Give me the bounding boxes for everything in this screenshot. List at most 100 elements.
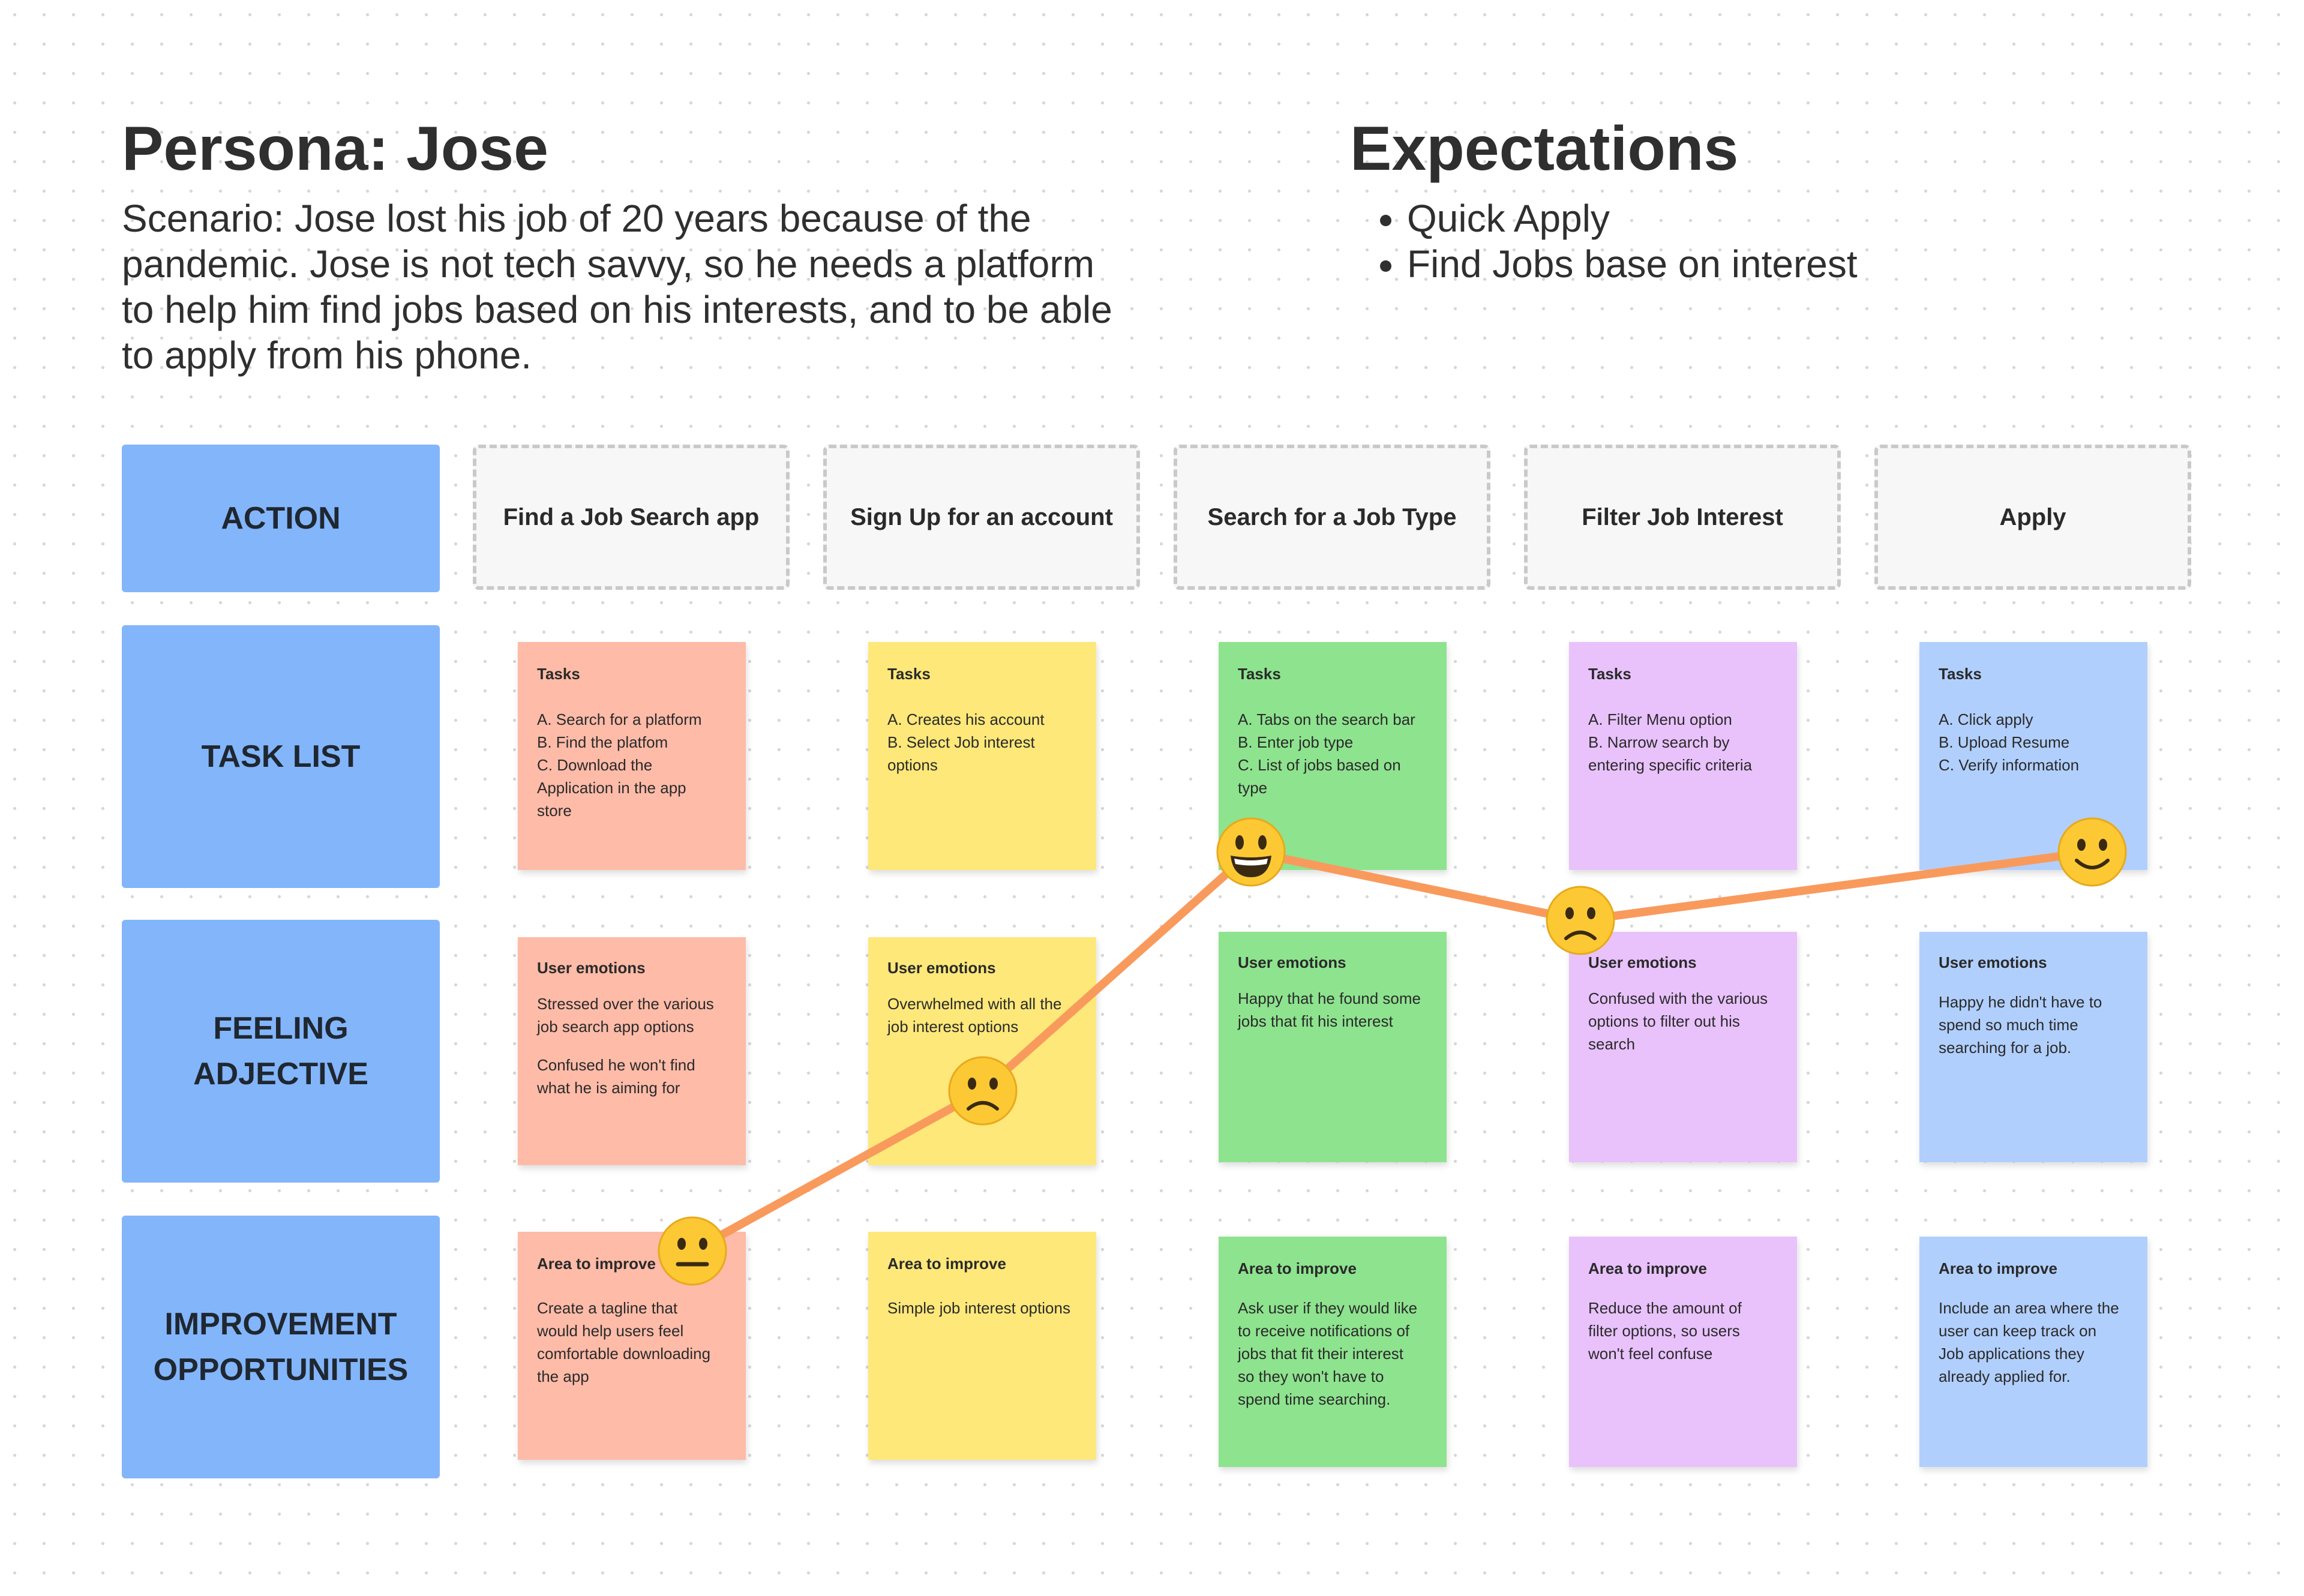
note-title: Tasks	[1588, 665, 1631, 683]
note-line: store	[537, 802, 572, 820]
note-line: filter options, so users	[1588, 1322, 1740, 1340]
action-label: Sign Up for an account	[850, 503, 1113, 530]
persona-title: Persona: Jose	[122, 114, 548, 184]
scenario-line: to apply from his phone.	[122, 334, 532, 377]
note-title: Tasks	[1238, 665, 1281, 683]
note-line: jobs that fit his interest	[1238, 1012, 1393, 1030]
note-title: Area to improve	[1939, 1259, 2057, 1277]
note-line: A. Filter Menu option	[1588, 710, 1732, 728]
row-label-feeling: FEELING ADJECTIVE	[122, 920, 440, 1183]
note-line: job search app options	[537, 1018, 694, 1036]
note-line: options	[887, 756, 938, 774]
expectations-list: Quick Apply Find Jobs base on interest	[1350, 196, 1858, 287]
row-label-task-list: TASK LIST	[122, 625, 440, 888]
note-line: the app	[537, 1367, 589, 1385]
emotion-note[interactable]: User emotions Overwhelmed with all the j…	[868, 937, 1096, 1165]
note-title: User emotions	[537, 959, 646, 977]
note-title: Area to improve	[1238, 1259, 1357, 1277]
emotion-note[interactable]: User emotions Confused with the various …	[1569, 932, 1797, 1162]
improve-note[interactable]: Area to improve Ask user if they would l…	[1219, 1237, 1447, 1467]
note-line: entering specific criteria	[1588, 756, 1753, 774]
note-line: B. Upload Resume	[1939, 733, 2070, 751]
improve-note[interactable]: Area to improve Include an area where th…	[1919, 1237, 2147, 1467]
note-line: search	[1588, 1035, 1636, 1053]
row-label-improvement: IMPROVEMENT OPPORTUNITIES	[122, 1216, 440, 1478]
note-line: to receive notifications of	[1238, 1322, 1410, 1340]
note-line: jobs that fit their interest	[1238, 1345, 1404, 1363]
note-line: B. Find the platfom	[537, 733, 668, 751]
note-line: Confused with the various	[1588, 989, 1768, 1007]
task-note[interactable]: Tasks A. Click apply B. Upload Resume C.…	[1919, 642, 2147, 870]
action-filter-interest[interactable]: Filter Job Interest	[1524, 445, 1841, 590]
row-label-action: ACTION	[122, 445, 440, 592]
note-line: Application in the app	[537, 779, 686, 797]
note-line: Create a tagline that	[537, 1299, 678, 1317]
note-line: would help users feel	[537, 1322, 684, 1340]
action-sign-up[interactable]: Sign Up for an account	[823, 445, 1140, 590]
note-line: job interest options	[887, 1018, 1019, 1036]
note-line: B. Enter job type	[1238, 733, 1354, 751]
task-note[interactable]: Tasks A. Creates his account B. Select J…	[868, 642, 1096, 870]
action-search-job-type[interactable]: Search for a Job Type	[1174, 445, 1490, 590]
note-line: user can keep track on	[1939, 1322, 2097, 1340]
note-line: Overwhelmed with all the	[887, 995, 1062, 1013]
emotion-note[interactable]: User emotions Happy that he found some j…	[1219, 932, 1447, 1162]
note-line: spend time searching.	[1238, 1390, 1391, 1408]
note-line: B. Narrow search by	[1588, 733, 1730, 751]
action-find-app[interactable]: Find a Job Search app	[473, 445, 790, 590]
note-title: Area to improve	[1588, 1259, 1707, 1277]
note-line: comfortable downloading	[537, 1345, 711, 1363]
note-line: options to filter out his	[1588, 1012, 1740, 1030]
note-title: User emotions	[887, 959, 996, 977]
emotion-note[interactable]: User emotions Stressed over the various …	[518, 937, 746, 1165]
task-note[interactable]: Tasks A. Search for a platform B. Find t…	[518, 642, 746, 870]
expectation-item: Quick Apply	[1407, 196, 1858, 241]
note-line: type	[1238, 779, 1268, 797]
note-line: already applied for.	[1939, 1367, 2071, 1385]
task-note[interactable]: Tasks A. Tabs on the search bar B. Enter…	[1219, 642, 1447, 870]
action-label: Find a Job Search app	[503, 503, 760, 530]
note-line: C. Download the	[537, 756, 653, 774]
note-line: Simple job interest options	[887, 1299, 1070, 1317]
note-line: Include an area where the	[1939, 1299, 2119, 1317]
expectation-item: Find Jobs base on interest	[1407, 241, 1858, 287]
note-line: A. Search for a platform	[537, 710, 702, 728]
note-title: User emotions	[1588, 953, 1697, 971]
action-label: Filter Job Interest	[1582, 503, 1783, 530]
note-title: Area to improve	[887, 1255, 1006, 1273]
scenario-line: pandemic. Jose is not tech savvy, so he …	[122, 242, 1094, 286]
scenario-line: to help him find jobs based on his inter…	[122, 288, 1112, 331]
note-line: Job applications they	[1939, 1345, 2084, 1363]
note-line: won't feel confuse	[1588, 1345, 1713, 1363]
note-title: Tasks	[537, 665, 580, 683]
action-apply[interactable]: Apply	[1874, 445, 2191, 590]
note-line: Ask user if they would like	[1238, 1299, 1418, 1317]
note-line: so they won't have to	[1238, 1367, 1384, 1385]
note-line: spend so much time	[1939, 1016, 2078, 1034]
note-line: A. Click apply	[1939, 710, 2033, 728]
emotion-note[interactable]: User emotions Happy he didn't have to sp…	[1919, 932, 2147, 1162]
scenario-text: Scenario: Jose lost his job of 20 years …	[122, 196, 1202, 378]
improve-note[interactable]: Area to improve Reduce the amount of fil…	[1569, 1237, 1797, 1467]
note-title: User emotions	[1238, 953, 1346, 971]
note-line: B. Select Job interest	[887, 733, 1035, 751]
note-line: C. Verify information	[1939, 756, 2080, 774]
note-line: Happy he didn't have to	[1939, 993, 2102, 1011]
note-line: A. Creates his account	[887, 710, 1045, 728]
expectations-title: Expectations	[1350, 114, 1739, 184]
note-line: what he is aiming for	[537, 1079, 680, 1097]
note-line: Happy that he found some	[1238, 989, 1421, 1007]
improve-note[interactable]: Area to improve Create a tagline that wo…	[518, 1232, 746, 1460]
task-note[interactable]: Tasks A. Filter Menu option B. Narrow se…	[1569, 642, 1797, 870]
improve-note[interactable]: Area to improve Simple job interest opti…	[868, 1232, 1096, 1460]
action-label: Search for a Job Type	[1207, 503, 1457, 530]
note-title: Tasks	[887, 665, 931, 683]
note-line: C. List of jobs based on	[1238, 756, 1401, 774]
note-line: A. Tabs on the search bar	[1238, 710, 1415, 728]
note-title: Tasks	[1939, 665, 1982, 683]
note-title: Area to improve	[537, 1255, 656, 1273]
note-line: searching for a job.	[1939, 1039, 2072, 1057]
action-label: Apply	[1999, 503, 2066, 530]
note-line: Confused he won't find	[537, 1056, 695, 1074]
scenario-line: Scenario: Jose lost his job of 20 years …	[122, 197, 1031, 240]
